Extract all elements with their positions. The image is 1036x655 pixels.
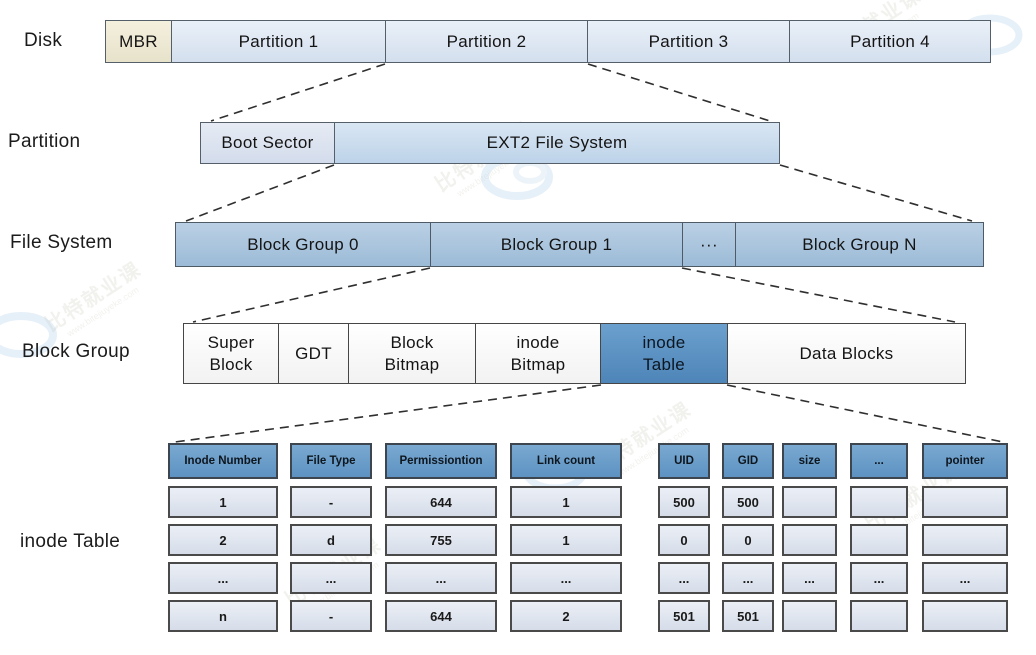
inode-table-data-cell [922,486,1008,518]
inode-table-data-cell: ... [385,562,497,594]
inode-table-data-cell: 755 [385,524,497,556]
inode-table-header-col-7: ... [850,443,908,479]
inode-table-data-cell [922,600,1008,632]
inode-table-data-cell: 644 [385,486,497,518]
inode-table-row-label: inode Table [20,531,121,552]
fs-block-group-dots-cell: ··· [682,222,736,267]
inode-table-header-gid: GID [722,443,774,479]
disk-partition-2-cell: Partition 2 [385,20,588,63]
inode-table-data-cell [782,524,837,556]
bg-inode-table-cell: inode Table [600,323,728,384]
inode-table-data-cell: 501 [722,600,774,632]
inode-table-data-cell [782,600,837,632]
inode-table-header-uid: UID [658,443,710,479]
bg-block-bitmap-cell: Block Bitmap [348,323,476,384]
inode-table-data-cell [850,486,908,518]
watermark-url-text: www.bitejiuyeke.com [65,284,141,339]
bg-super-block-cell: Super Block [183,323,279,384]
inode-table-data-cell [850,600,908,632]
inode-table-data-cell: - [290,600,372,632]
inode-table-data-cell [922,524,1008,556]
inode-table-data-cell: ... [782,562,837,594]
inode-table-data-cell: 1 [510,524,622,556]
inode-table-data-cell: ... [658,562,710,594]
inode-table-header-file-type: File Type [290,443,372,479]
inode-table-data-cell: 501 [658,600,710,632]
inode-table-data-cell: 2 [168,524,278,556]
bg-inode-bitmap-cell: inode Bitmap [475,323,601,384]
inode-table-data-cell [850,524,908,556]
partition-ext2-cell: EXT2 File System [334,122,780,164]
inode-table-data-cell: 0 [658,524,710,556]
inode-table-data-cell: n [168,600,278,632]
disk-mbr-cell: MBR [105,20,172,63]
inode-table-data-cell: 644 [385,600,497,632]
inode-table-header-inode-number: Inode Number [168,443,278,479]
inode-table-header-size: size [782,443,837,479]
inode-table-data-cell: ... [922,562,1008,594]
inode-table-data-cell: d [290,524,372,556]
file-system-row-label: File System [10,232,113,253]
disk-partition-4-cell: Partition 4 [789,20,991,63]
inode-table-data-cell: 0 [722,524,774,556]
partition-row-label: Partition [8,131,81,152]
inode-table-data-cell: - [290,486,372,518]
partition-boot-sector-cell: Boot Sector [200,122,335,164]
inode-table-data-cell: 500 [722,486,774,518]
inode-table-data-cell: ... [168,562,278,594]
inode-table-header-pointer: pointer [922,443,1008,479]
inode-table-data-cell: 1 [510,486,622,518]
fs-block-group-n-cell: Block Group N [735,222,984,267]
inode-table-data-cell: 500 [658,486,710,518]
watermark: 比特就业课 www.bitejiuyeke.com [38,253,151,346]
inode-table-data-cell: 1 [168,486,278,518]
bg-gdt-cell: GDT [278,323,349,384]
watermark-brand-text: 比特就业课 [41,258,146,337]
inode-table-header-permissiontion: Permissiontion [385,443,497,479]
inode-table-data-cell [782,486,837,518]
inode-table-data-cell: ... [722,562,774,594]
fs-block-group-0-cell: Block Group 0 [175,222,431,267]
disk-partition-1-cell: Partition 1 [171,20,386,63]
inode-table-data-cell: ... [510,562,622,594]
inode-table-data-cell: ... [850,562,908,594]
inode-table-data-cell: ... [290,562,372,594]
fs-block-group-1-cell: Block Group 1 [430,222,683,267]
bg-data-blocks-cell: Data Blocks [727,323,966,384]
disk-partition-3-cell: Partition 3 [587,20,790,63]
inode-table-data-cell: 2 [510,600,622,632]
inode-table-header-link-count: Link count [510,443,622,479]
block-group-row-label: Block Group [22,341,130,362]
disk-row-label: Disk [24,30,63,51]
